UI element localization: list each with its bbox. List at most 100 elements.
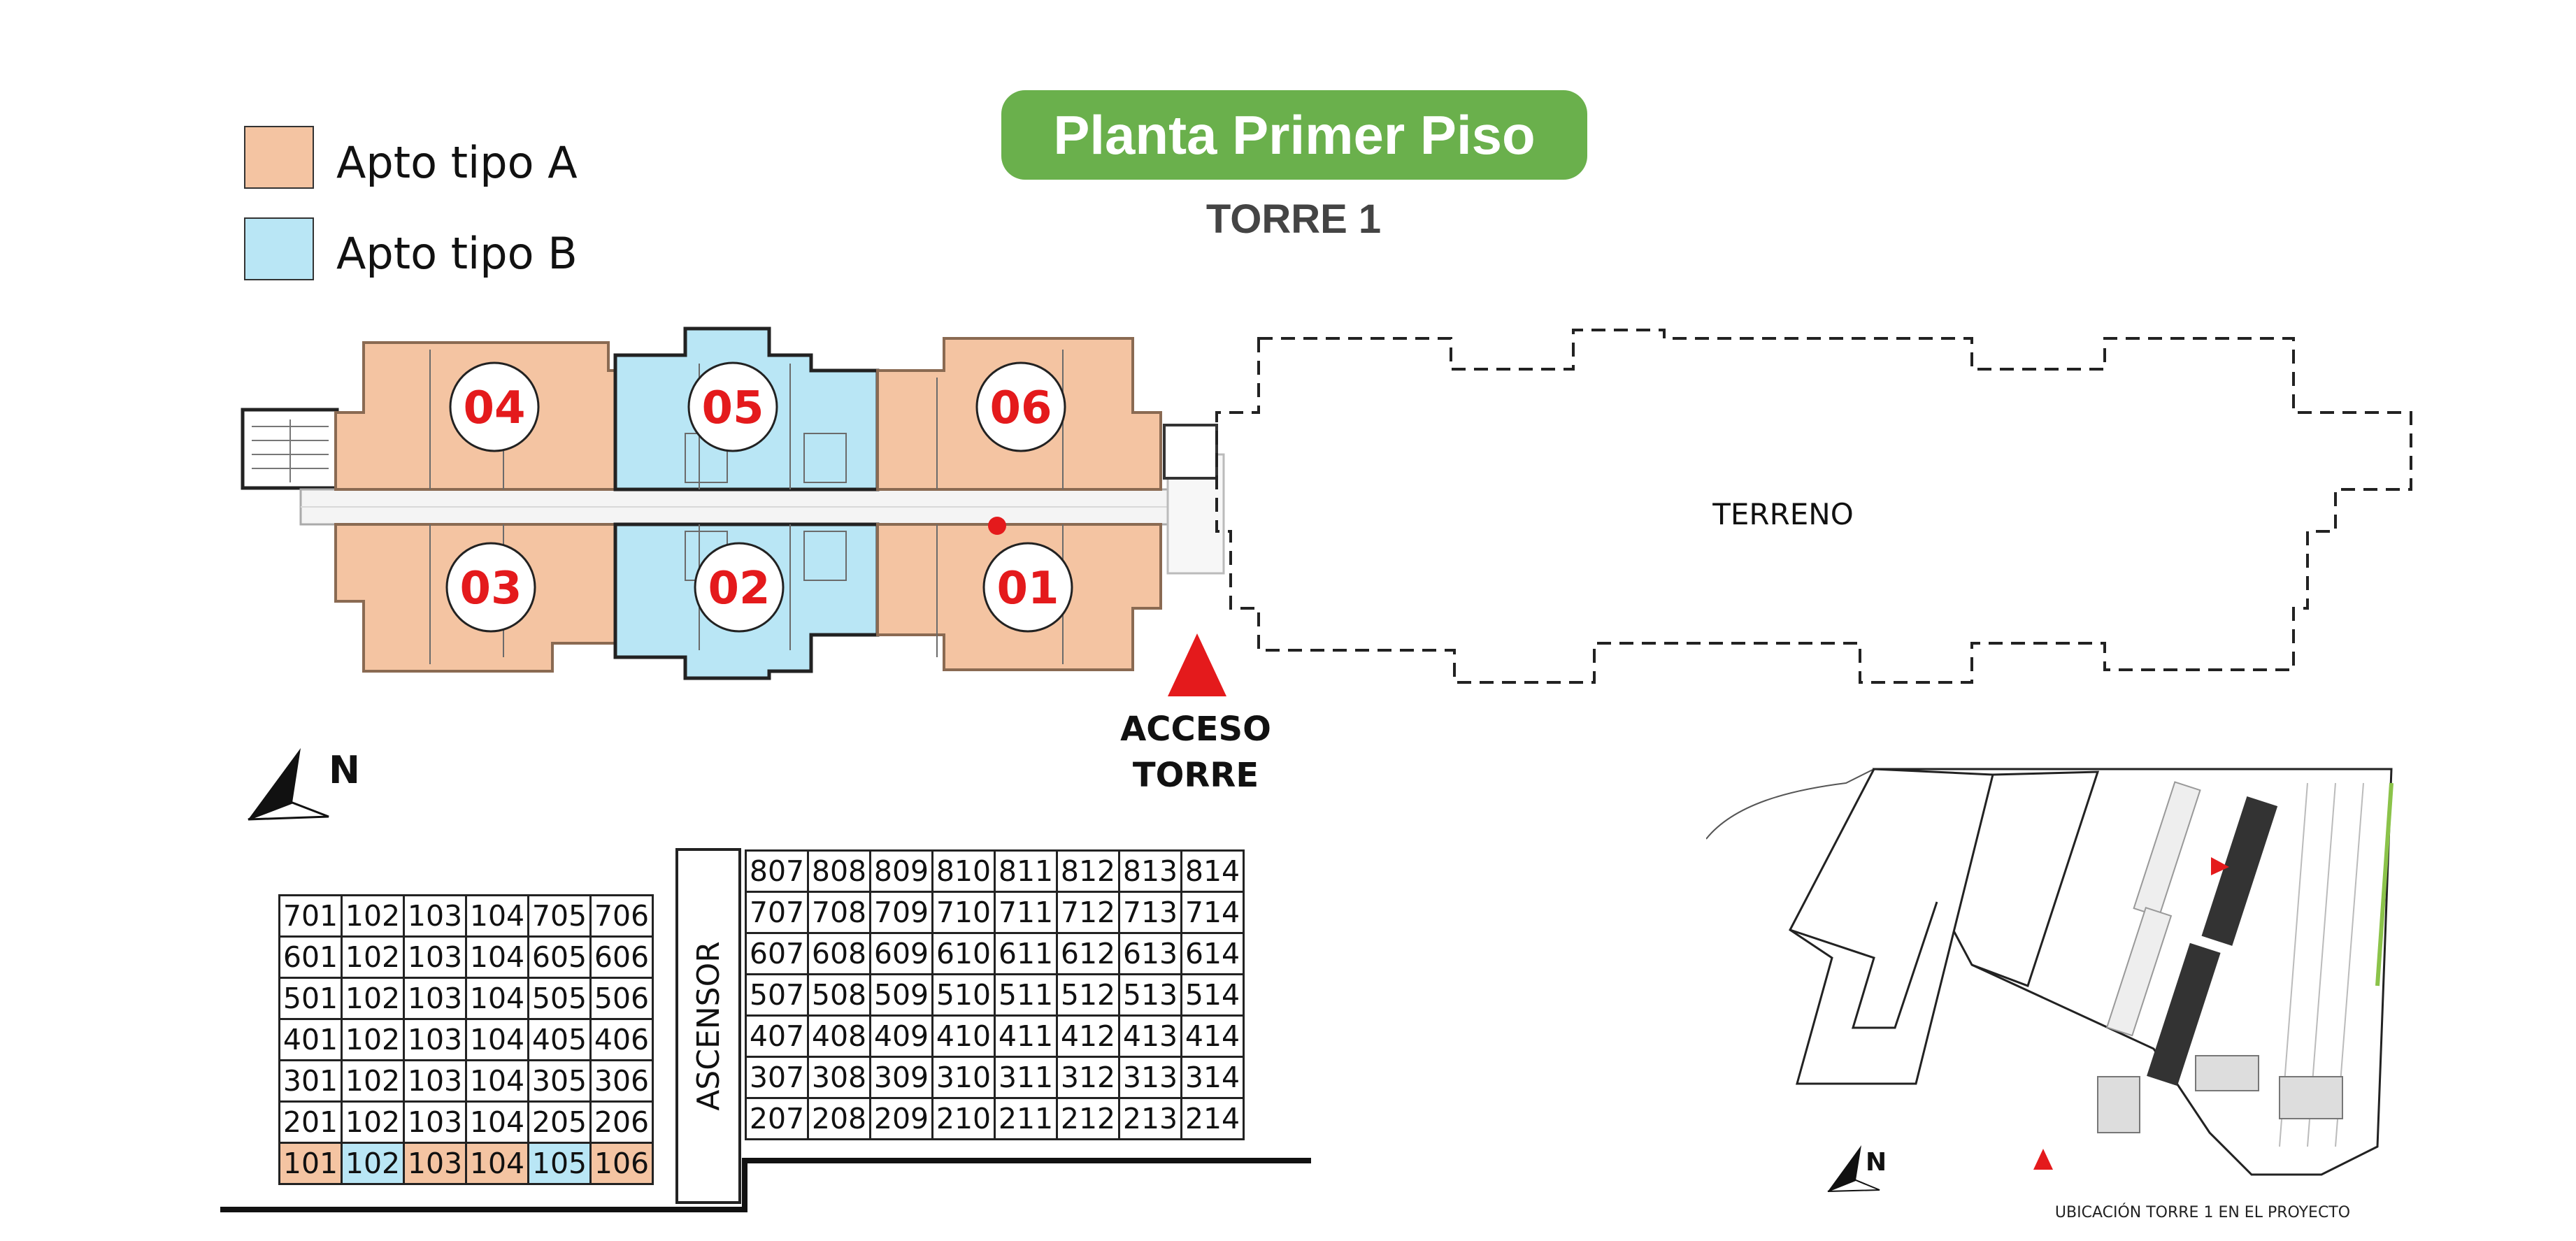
unit-cell: 508 (807, 973, 871, 1017)
unit-cell: 308 (807, 1056, 871, 1099)
unit-cell: 511 (994, 973, 1058, 1017)
unit-cell: 212 (1056, 1097, 1120, 1140)
unit-cell: 808 (807, 849, 871, 893)
unit-cell: 705 (527, 894, 592, 938)
unit-cell: 412 (1056, 1014, 1120, 1058)
unit-cell: 613 (1118, 932, 1182, 975)
unit-cell: 104 (465, 1059, 529, 1103)
unit-cell: 507 (745, 973, 809, 1017)
unit-cell: 701 (278, 894, 343, 938)
site-access-marker (2033, 1149, 2053, 1170)
unit-cell: 309 (869, 1056, 933, 1099)
unit-cell: 506 (589, 977, 654, 1020)
access-label: ACCESO TORRE (1098, 706, 1294, 798)
unit-cell: 105 (527, 1142, 592, 1185)
unit-cell: 103 (403, 977, 467, 1020)
unit-cell: 807 (745, 849, 809, 893)
unit-number-05: 05 (701, 382, 764, 434)
legend-label-type-a: Apto tipo A (336, 137, 578, 188)
unit-cell: 104 (465, 1018, 529, 1061)
unit-cell: 103 (403, 1100, 467, 1144)
unit-cell: 106 (589, 1142, 654, 1185)
unit-cell: 313 (1118, 1056, 1182, 1099)
small-buildings (2097, 1055, 2343, 1133)
unit-cell: 310 (931, 1056, 996, 1099)
unit-cell: 608 (807, 932, 871, 975)
legend-label-type-b: Apto tipo B (336, 228, 578, 279)
lot-inner (1789, 901, 1938, 1029)
unit-cell: 301 (278, 1059, 343, 1103)
unit-cell: 713 (1118, 891, 1182, 934)
unit-cell: 102 (341, 1142, 405, 1185)
site-compass-needle-light-icon (1827, 1179, 1880, 1192)
unit-cell: 414 (1180, 1014, 1245, 1058)
unit-cell: 405 (527, 1018, 592, 1061)
unit-cell: 104 (465, 1142, 529, 1185)
site-north-arrow: N (1827, 1145, 1887, 1192)
access-label-line-1: ACCESO (1120, 710, 1271, 749)
site-tower-marker (2211, 857, 2229, 875)
unit-cell: 401 (278, 1018, 343, 1061)
unit-cell: 103 (403, 935, 467, 979)
ascensor-label: ASCENSOR (690, 941, 727, 1111)
unit-cell: 312 (1056, 1056, 1120, 1099)
unit-number-01: 01 (996, 563, 1059, 615)
unit-cell: 206 (589, 1100, 654, 1144)
terreno-outline (1215, 329, 2412, 684)
unit-badge-02: 02 (694, 542, 785, 633)
green-strip (2375, 782, 2393, 987)
floor-plan: 04 05 06 03 02 01 TERRENO (241, 327, 2412, 696)
elevator-box (1163, 424, 1218, 480)
unit-cell: 601 (278, 935, 343, 979)
unit-cell: 201 (278, 1100, 343, 1144)
unit-cell: 712 (1056, 891, 1120, 934)
unit-cell: 811 (994, 849, 1058, 893)
unit-cell: 210 (931, 1097, 996, 1140)
unit-cell: 714 (1180, 891, 1245, 934)
unit-cell: 709 (869, 891, 933, 934)
north-arrow: N (248, 748, 357, 821)
unit-cell: 102 (341, 1018, 405, 1061)
lot-second (1971, 770, 2100, 987)
unit-cell: 810 (931, 849, 996, 893)
unit-cell: 610 (931, 932, 996, 975)
unit-cell: 411 (994, 1014, 1058, 1058)
unit-cell: 307 (745, 1056, 809, 1099)
unit-cell: 409 (869, 1014, 933, 1058)
unit-cell: 612 (1056, 932, 1120, 975)
unit-cell: 214 (1180, 1097, 1245, 1140)
unit-cell: 104 (465, 977, 529, 1020)
unit-cell: 209 (869, 1097, 933, 1140)
site-caption: UBICACIÓN TORRE 1 EN EL PROYECTO (2054, 1204, 2351, 1221)
location-marker (988, 517, 1006, 535)
unit-cell: 101 (278, 1142, 343, 1185)
tower-block-light-1 (2133, 781, 2201, 918)
lot-main (1789, 768, 1994, 1085)
unit-cell: 102 (341, 935, 405, 979)
unit-cell: 413 (1118, 1014, 1182, 1058)
unit-cell: 208 (807, 1097, 871, 1140)
terreno-label: TERRENO (1712, 497, 1854, 531)
site-north-label: N (1866, 1148, 1887, 1177)
unit-badge-06: 06 (975, 361, 1066, 452)
unit-cell: 814 (1180, 849, 1245, 893)
north-label: N (329, 748, 357, 792)
unit-cell: 710 (931, 891, 996, 934)
stair-steps (252, 419, 329, 482)
unit-cell: 103 (403, 1059, 467, 1103)
unit-cell: 706 (589, 894, 654, 938)
site-contour (1706, 768, 1875, 840)
tower-block-light-2 (2105, 906, 2173, 1037)
unit-cell: 305 (527, 1059, 592, 1103)
unit-cell: 606 (589, 935, 654, 979)
